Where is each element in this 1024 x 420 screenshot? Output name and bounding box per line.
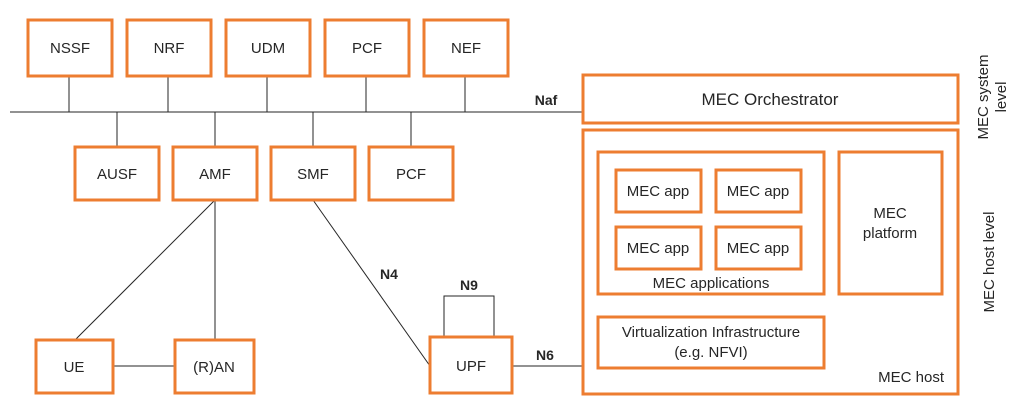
pcf-top-box <box>323 18 411 78</box>
pcf-bottom-label: PCF <box>396 166 426 183</box>
smf-box <box>269 145 357 202</box>
mec-system-level-line2: level <box>993 82 1010 113</box>
n4-link <box>312 199 431 367</box>
virtualization-infrastructure-label-line2: (e.g. NFVI) <box>674 344 747 361</box>
mec-host-label: MEC host <box>878 369 945 386</box>
mec-platform-box <box>837 150 944 296</box>
upf-label: UPF <box>456 358 486 375</box>
mec-orchestrator-label: MEC Orchestrator <box>702 90 839 109</box>
mec-system-level-line1: MEC system <box>975 54 992 139</box>
n6-interface-label: N6 <box>536 347 554 363</box>
ausf-label: AUSF <box>97 166 137 183</box>
mec-app-4-label: MEC app <box>727 240 790 257</box>
mec-platform-label-line2: platform <box>863 225 917 242</box>
ran-box <box>173 338 256 395</box>
virtualization-infrastructure-label-line1: Virtualization Infrastructure <box>622 324 800 341</box>
mec-app-1-label: MEC app <box>627 183 690 200</box>
nrf-box <box>125 18 213 78</box>
udm-label: UDM <box>251 40 285 57</box>
upf-box <box>428 335 514 395</box>
mec-app-4-box <box>714 225 803 271</box>
ue-box <box>34 338 115 395</box>
mec-applications-label: MEC applications <box>653 275 770 292</box>
smf-label: SMF <box>297 166 329 183</box>
mec-platform-label-line1: MEC <box>873 205 907 222</box>
udm-box <box>224 18 312 78</box>
nef-label: NEF <box>451 40 481 57</box>
ran-label: (R)AN <box>193 359 235 376</box>
ue-label: UE <box>64 359 85 376</box>
nssf-label: NSSF <box>50 40 90 57</box>
nef-box <box>422 18 510 78</box>
mec-orchestrator-box <box>581 73 960 125</box>
pcf-bottom-box <box>367 145 455 202</box>
naf-interface-label: Naf <box>535 92 558 108</box>
mec-app-1-box <box>614 168 703 214</box>
ausf-box <box>73 145 161 202</box>
n9-loop <box>443 295 495 337</box>
mec-app-2-box <box>714 168 803 214</box>
mec-system-level-label: MEC system level <box>975 54 1010 139</box>
mec-app-3-box <box>614 225 703 271</box>
pcf-top-label: PCF <box>352 40 382 57</box>
virtualization-infrastructure-box <box>596 315 826 370</box>
amf-box <box>171 145 259 202</box>
n4-interface-label: N4 <box>380 266 398 282</box>
nssf-box <box>26 18 114 78</box>
nrf-label: NRF <box>154 40 185 57</box>
n9-interface-label: N9 <box>460 277 478 293</box>
mec-app-2-label: MEC app <box>727 183 790 200</box>
amf-ue-link <box>74 199 216 341</box>
mec-host-level-label: MEC host level <box>981 212 998 313</box>
mec-app-3-label: MEC app <box>627 240 690 257</box>
amf-label: AMF <box>199 166 231 183</box>
